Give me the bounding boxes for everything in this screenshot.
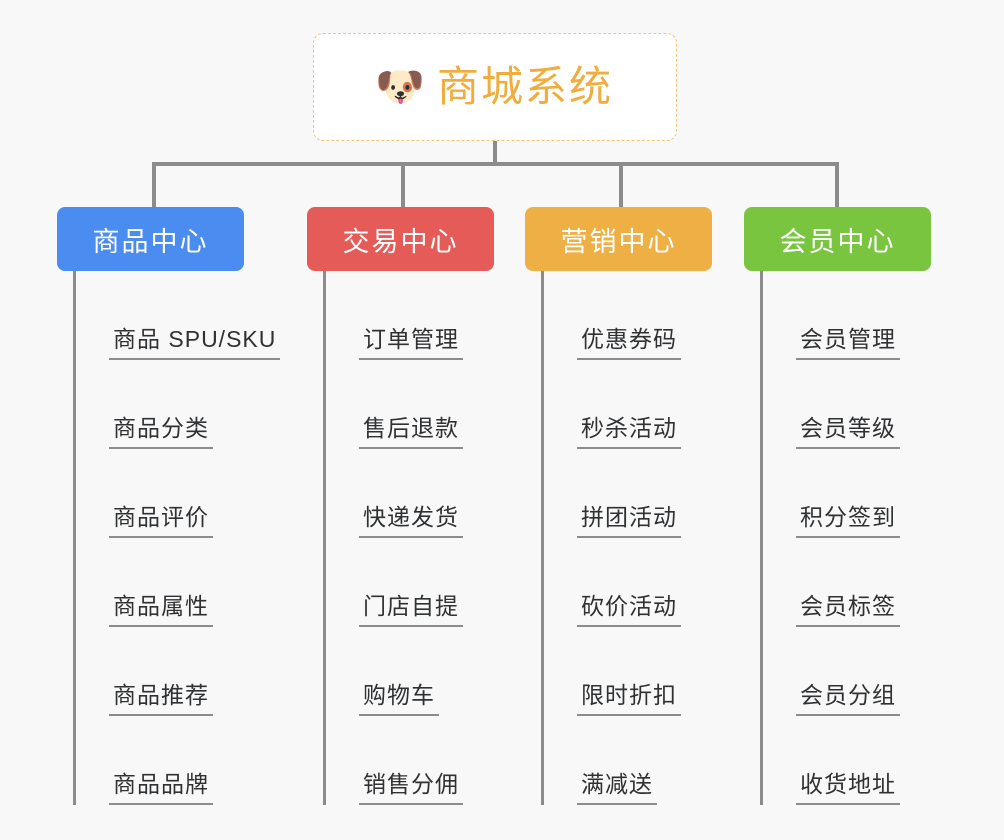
leaf-label: 限时折扣 <box>577 682 681 716</box>
leaf-label: 积分签到 <box>796 504 900 538</box>
leaf-label: 销售分佣 <box>359 771 463 805</box>
leaf-label: 商品品牌 <box>109 771 213 805</box>
branch-header-3[interactable]: 会员中心 <box>744 207 931 271</box>
list-item[interactable]: 满减送 <box>544 716 712 805</box>
list-item[interactable]: 购物车 <box>326 627 494 716</box>
leaf-label: 订单管理 <box>359 326 463 360</box>
leaf-label: 售后退款 <box>359 415 463 449</box>
leaf-label: 购物车 <box>359 682 439 716</box>
leaf-label: 快递发货 <box>359 504 463 538</box>
leaf-label: 收货地址 <box>796 771 900 805</box>
leaf-label: 秒杀活动 <box>577 415 681 449</box>
leaf-label: 优惠券码 <box>577 326 681 360</box>
list-item[interactable]: 商品评价 <box>76 449 280 538</box>
list-item[interactable]: 拼团活动 <box>544 449 712 538</box>
branch-column-2: 营销中心 优惠券码 秒杀活动 拼团活动 砍价活动 限时折扣 满减送 <box>525 207 712 805</box>
branch-header-label-3: 会员中心 <box>779 226 896 257</box>
branch-header-label-2: 营销中心 <box>560 226 677 257</box>
connector-root-vertical <box>493 141 497 164</box>
branch-header-2[interactable]: 营销中心 <box>525 207 712 271</box>
list-item[interactable]: 会员管理 <box>763 271 931 360</box>
leaf-label: 会员等级 <box>796 415 900 449</box>
list-item[interactable]: 会员标签 <box>763 538 931 627</box>
branch-header-1[interactable]: 交易中心 <box>307 207 494 271</box>
leaf-label: 满减送 <box>577 771 657 805</box>
list-item[interactable]: 商品 SPU/SKU <box>76 271 281 360</box>
list-item[interactable]: 商品属性 <box>76 538 280 627</box>
leaf-label: 会员分组 <box>796 682 900 716</box>
branch-leaf-list-0: 商品 SPU/SKU 商品分类 商品评价 商品属性 商品推荐 商品品牌 <box>73 271 281 805</box>
connector-drop-branch-1 <box>401 162 405 207</box>
connector-horizontal-bus <box>152 162 839 166</box>
root-node-title: 商城系统 <box>436 63 613 110</box>
connector-drop-branch-3 <box>835 162 839 207</box>
branch-column-3: 会员中心 会员管理 会员等级 积分签到 会员标签 会员分组 收货地址 <box>744 207 931 805</box>
branch-leaf-list-2: 优惠券码 秒杀活动 拼团活动 砍价活动 限时折扣 满减送 <box>541 271 712 805</box>
connector-drop-branch-2 <box>619 162 623 207</box>
list-item[interactable]: 积分签到 <box>763 449 931 538</box>
list-item[interactable]: 会员等级 <box>763 360 931 449</box>
list-item[interactable]: 订单管理 <box>326 271 494 360</box>
branch-header-label-0: 商品中心 <box>92 226 209 257</box>
list-item[interactable]: 快递发货 <box>326 449 494 538</box>
list-item[interactable]: 销售分佣 <box>326 716 494 805</box>
list-item[interactable]: 优惠券码 <box>544 271 712 360</box>
list-item[interactable]: 收货地址 <box>763 716 931 805</box>
branch-leaf-list-3: 会员管理 会员等级 积分签到 会员标签 会员分组 收货地址 <box>760 271 931 805</box>
dog-face-icon: 🐶 <box>375 65 425 109</box>
connector-drop-branch-0 <box>152 162 156 207</box>
list-item[interactable]: 限时折扣 <box>544 627 712 716</box>
list-item[interactable]: 商品品牌 <box>76 716 280 805</box>
leaf-label: 会员标签 <box>796 593 900 627</box>
list-item[interactable]: 门店自提 <box>326 538 494 627</box>
branch-header-label-1: 交易中心 <box>342 226 459 257</box>
leaf-label: 商品分类 <box>109 415 213 449</box>
leaf-label: 砍价活动 <box>577 593 681 627</box>
branch-leaf-list-1: 订单管理 售后退款 快递发货 门店自提 购物车 销售分佣 <box>323 271 494 805</box>
leaf-label: 门店自提 <box>359 593 463 627</box>
leaf-label: 拼团活动 <box>577 504 681 538</box>
list-item[interactable]: 砍价活动 <box>544 538 712 627</box>
root-node-mall-system[interactable]: 🐶 商城系统 <box>313 33 677 141</box>
list-item[interactable]: 售后退款 <box>326 360 494 449</box>
branch-column-0: 商品中心 商品 SPU/SKU 商品分类 商品评价 商品属性 商品推荐 商品品牌 <box>57 207 281 805</box>
list-item[interactable]: 会员分组 <box>763 627 931 716</box>
branch-header-0[interactable]: 商品中心 <box>57 207 244 271</box>
list-item[interactable]: 商品推荐 <box>76 627 280 716</box>
list-item[interactable]: 商品分类 <box>76 360 280 449</box>
branch-column-1: 交易中心 订单管理 售后退款 快递发货 门店自提 购物车 销售分佣 <box>307 207 494 805</box>
leaf-label: 商品评价 <box>109 504 213 538</box>
leaf-label: 会员管理 <box>796 326 900 360</box>
leaf-label: 商品推荐 <box>109 682 213 716</box>
list-item[interactable]: 秒杀活动 <box>544 360 712 449</box>
leaf-label: 商品 SPU/SKU <box>109 326 281 360</box>
leaf-label: 商品属性 <box>109 593 213 627</box>
